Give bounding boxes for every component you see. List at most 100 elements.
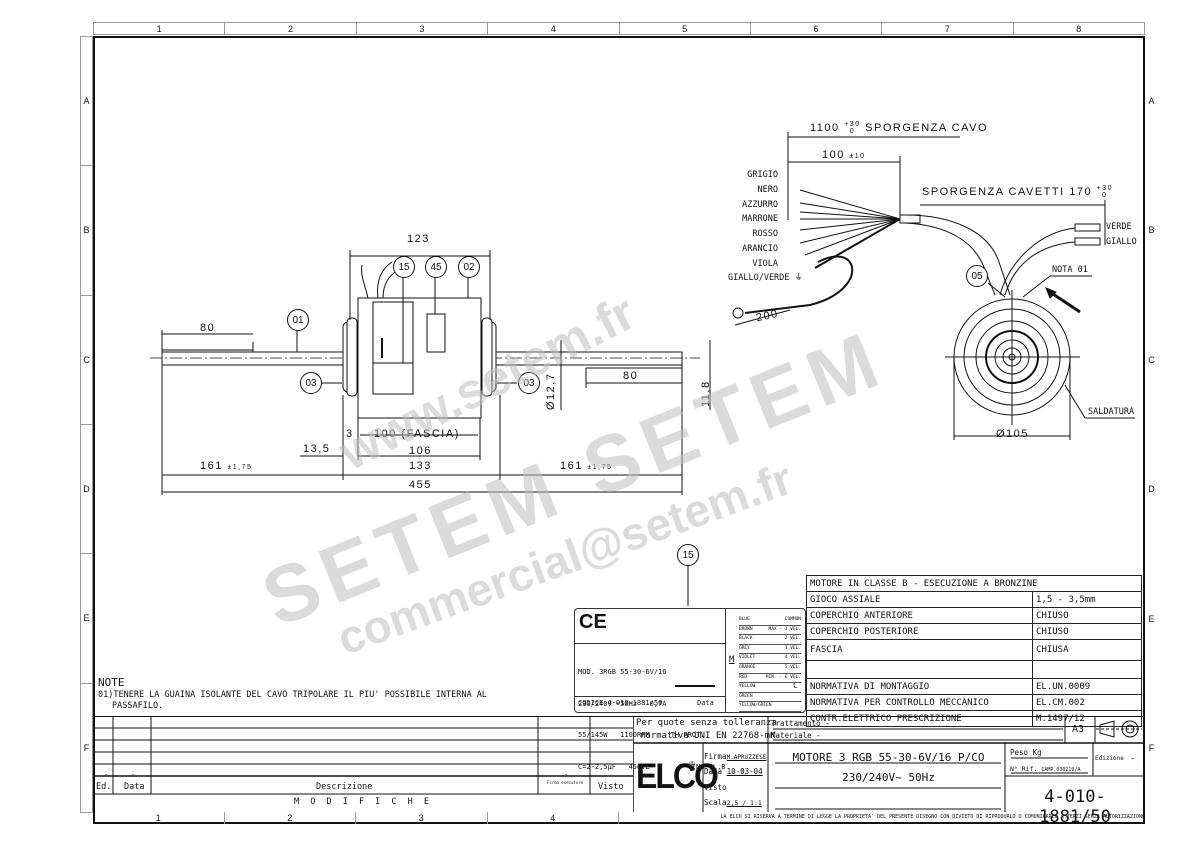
- column-label: 7: [882, 23, 1014, 34]
- plate-wire: GREEN: [739, 693, 801, 703]
- rotation-arrow-icon: [675, 685, 715, 687]
- riferimento-field: N° Rif. CAMP.030219/A: [1010, 765, 1081, 773]
- nameplate: CE MOD. 3RGB 55-30-6V/16 230/240V ~50Hz …: [574, 608, 806, 771]
- row-label: C: [1148, 354, 1155, 365]
- wire-label: ARANCIO: [742, 243, 778, 254]
- mod-header-firma: Firma esecutore: [546, 780, 584, 785]
- callout-03-right: 03: [518, 372, 540, 394]
- row-label: C: [81, 296, 92, 425]
- drawing-number: 4-010-1881/50: [1039, 787, 1111, 827]
- column-ruler-top: 1 2 3 4 5 6 7 8: [93, 22, 1145, 35]
- row-label: D: [1148, 484, 1155, 495]
- registered-mark: ®: [689, 760, 695, 769]
- dim-133: 133: [409, 460, 432, 472]
- row-label: A: [81, 37, 92, 167]
- sheet-format: A3: [1072, 724, 1085, 735]
- column-label: 4: [488, 812, 619, 824]
- drawing-title-2: 230/240V~ 50Hz: [842, 771, 935, 784]
- tolerance-line-2: normativa UNI EN 22768-mK: [640, 731, 776, 741]
- plate-wire: YELLOW: [739, 683, 801, 693]
- visto-field: Visto: [704, 783, 727, 792]
- title-block-grid: [633, 716, 1145, 812]
- mod-header-data: Data: [124, 782, 145, 792]
- drawing-frame: [93, 36, 1145, 824]
- wire-label: MARRONE: [742, 214, 778, 225]
- row-label: B: [1148, 225, 1155, 236]
- ce-mark: CE: [579, 611, 607, 633]
- row-label: E: [1148, 613, 1155, 624]
- dim-body-width: 123: [407, 233, 430, 245]
- row-label: F: [1148, 743, 1155, 754]
- capacitor-symbol: C: [793, 681, 798, 690]
- nameplate-specs: MOD. 3RGB 55-30-6V/16 230/240V ~50Hz 0,7…: [578, 646, 726, 793]
- mod-dash-firma: -: [564, 771, 569, 779]
- dim-fascia: 100 (FASCIA): [374, 428, 460, 440]
- row-label: B: [81, 166, 92, 296]
- row-ruler-left: A B C D E F: [80, 36, 93, 813]
- dim-left-flat: 80: [200, 322, 216, 334]
- column-label: 1: [94, 23, 226, 34]
- cap-wire-giallo: GIALLO: [1106, 237, 1137, 247]
- callout-15: 15: [393, 256, 415, 278]
- dim-shaft-left: 161 ±1,75: [200, 460, 253, 472]
- row-label: F: [83, 742, 90, 753]
- nameplate-line: 230/240V ~50Hz 0,7A: [578, 699, 667, 708]
- edizione-value: -: [1130, 754, 1136, 764]
- column-label: 3: [356, 812, 488, 824]
- wire-label: ROSSO: [752, 229, 778, 240]
- spec-row: [807, 661, 1141, 679]
- column-label: 4: [488, 23, 620, 34]
- spec-header: MOTORE IN CLASSE B - ESECUZIONE A BRONZI…: [810, 578, 1038, 589]
- row-label: A: [1148, 95, 1155, 106]
- drawing-title-1: MOTORE 3 RGB 55-30-6V/16 P/CO: [792, 751, 985, 764]
- callout-03-left: 03: [300, 372, 322, 394]
- nameplate-date-label: Data: [697, 699, 714, 707]
- projection-symbol-icon: [1096, 720, 1142, 738]
- data-field: Data 10-03-04: [704, 767, 763, 776]
- column-label: 8: [1076, 24, 1082, 34]
- note-line-2: PASSAFILO.: [112, 701, 164, 711]
- column-ruler-bottom: 1 2 3 4: [93, 812, 1145, 824]
- nameplate-line: C=2-2,5µF 450VL INS.CL.B: [578, 762, 726, 771]
- disclaimer: LA ELCO SI RISERVA A TERMINE DI LEGGE LA…: [720, 814, 1145, 820]
- elco-logo: ELCO: [636, 756, 719, 796]
- dim-flat-height: 11,8: [700, 380, 712, 407]
- mod-dash-data: -: [131, 771, 136, 779]
- dim-offset-3: 3: [346, 428, 354, 440]
- dim-right-flat: 80: [623, 370, 639, 382]
- cable-strip-length: 100 ±10: [822, 149, 866, 161]
- nameplate-line: 55/145W 1100RPM TH.PROT.: [578, 731, 705, 739]
- weld-label: SALDATURA: [1088, 407, 1135, 417]
- tolerance-line-1: Per quote senza tolleranza: [636, 718, 777, 728]
- callout-15-nameplate: 15: [677, 544, 699, 566]
- scala-field: Scala2,5 / 1:1: [704, 798, 762, 807]
- note-line-1: 01)TENERE LA GUAINA ISOLANTE DEL CAVO TR…: [98, 690, 487, 700]
- column-label: 2: [225, 23, 357, 34]
- dim-shaft-diameter: Ø12,7: [545, 372, 557, 410]
- column-label: 5: [620, 23, 751, 34]
- column-label: 3: [357, 23, 489, 34]
- wire-label: VIOLA: [752, 258, 778, 269]
- wire-color-list: GRIGIO NERO AZZURRO MARRONE ROSSO ARANCI…: [700, 168, 778, 272]
- firma-field: FirmaM.APRUZZESE: [704, 752, 767, 761]
- edizione-label: Edizione: [1095, 755, 1124, 762]
- mod-header-visto: Visto: [598, 782, 624, 792]
- wire-label: NERO: [757, 184, 778, 195]
- callout-01: 01: [287, 309, 309, 331]
- nameplate-code: CODICE 4-010-1881/50: [578, 699, 663, 707]
- callout-05: 05: [966, 265, 988, 287]
- dim-13-5: 13,5: [303, 443, 331, 455]
- spec-table: MOTORE IN CLASSE B - ESECUZIONE A BRONZI…: [806, 575, 1142, 727]
- peso-label: Peso Kg: [1010, 748, 1042, 757]
